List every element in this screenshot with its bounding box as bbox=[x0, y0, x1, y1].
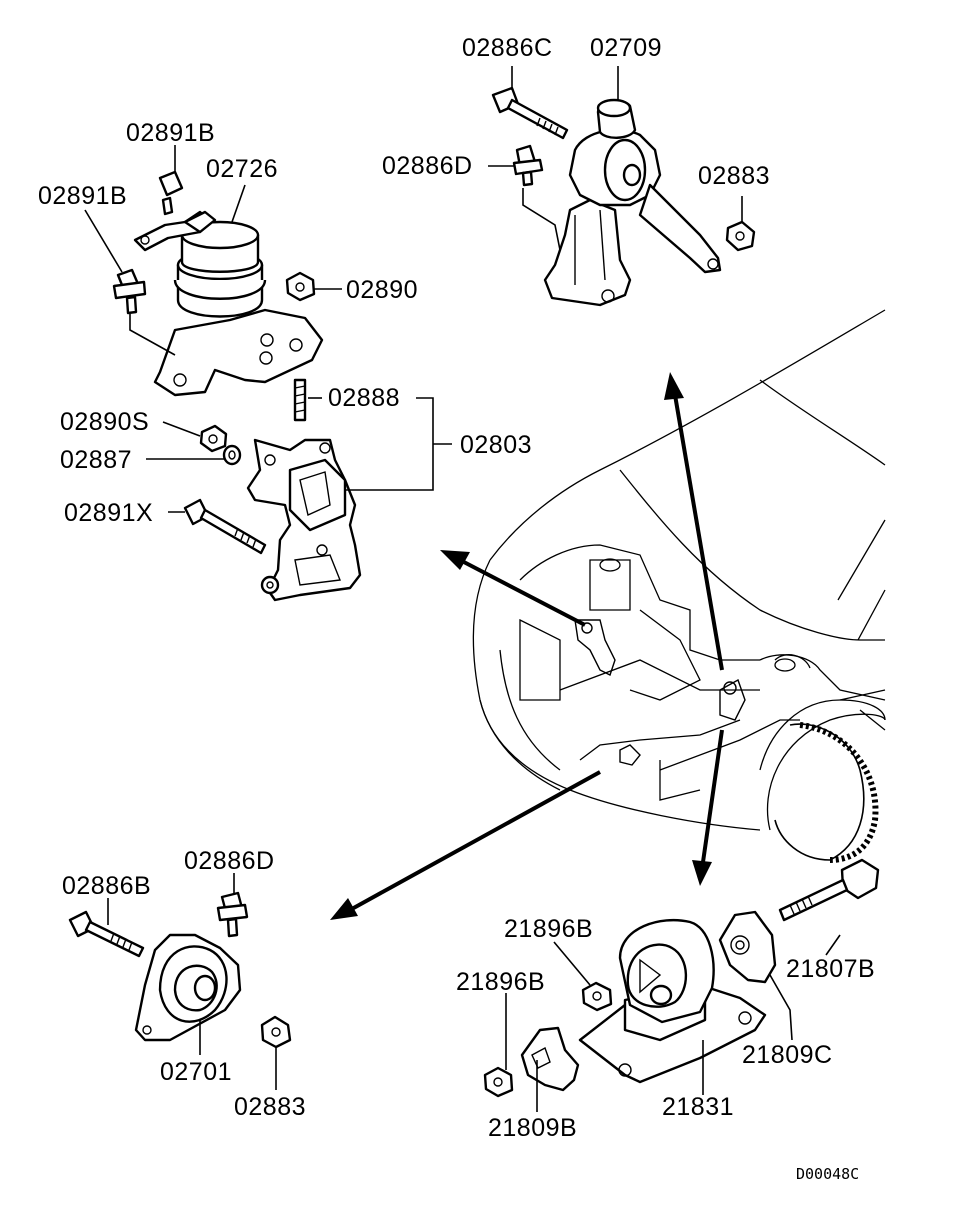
engine-mount-insulator-02726 bbox=[84, 145, 342, 397]
label-02891X: 02891X bbox=[64, 499, 153, 527]
engine-mount-bracket-02709 bbox=[488, 66, 756, 307]
label-21831: 21831 bbox=[662, 1093, 734, 1121]
label-21809B: 21809B bbox=[488, 1114, 577, 1142]
label-02803: 02803 bbox=[460, 431, 532, 459]
label-02888: 02888 bbox=[328, 384, 400, 412]
engine-mount-02701 bbox=[68, 873, 292, 1090]
label-02883-bottom: 02883 bbox=[234, 1093, 306, 1121]
label-02891B-a: 02891B bbox=[126, 119, 215, 147]
label-21807B: 21807B bbox=[786, 955, 875, 983]
label-02891B-b: 02891B bbox=[38, 182, 127, 210]
label-02701: 02701 bbox=[160, 1058, 232, 1086]
transmission-mount-21831 bbox=[483, 858, 880, 1112]
figure-code: D00048C bbox=[796, 1165, 859, 1183]
label-02883-top: 02883 bbox=[698, 162, 770, 190]
label-02890S: 02890S bbox=[60, 408, 149, 436]
part-number-labels: 02886C 02709 02886D 02883 02891B 02726 0… bbox=[38, 34, 875, 1183]
label-02886C: 02886C bbox=[462, 34, 553, 62]
label-02887: 02887 bbox=[60, 446, 132, 474]
locator-arrows bbox=[330, 372, 724, 920]
car-body-outline bbox=[472, 309, 886, 863]
label-21896B-b: 21896B bbox=[456, 968, 545, 996]
label-02886D-top: 02886D bbox=[382, 152, 473, 180]
label-02890: 02890 bbox=[346, 276, 418, 304]
engine-mount-bracket-02803 bbox=[146, 378, 452, 602]
label-02726: 02726 bbox=[206, 155, 278, 183]
label-21809C: 21809C bbox=[742, 1041, 833, 1069]
label-02886D-bottom: 02886D bbox=[184, 847, 275, 875]
label-21896B-a: 21896B bbox=[504, 915, 593, 943]
label-02886B: 02886B bbox=[62, 872, 151, 900]
label-02709: 02709 bbox=[590, 34, 662, 62]
